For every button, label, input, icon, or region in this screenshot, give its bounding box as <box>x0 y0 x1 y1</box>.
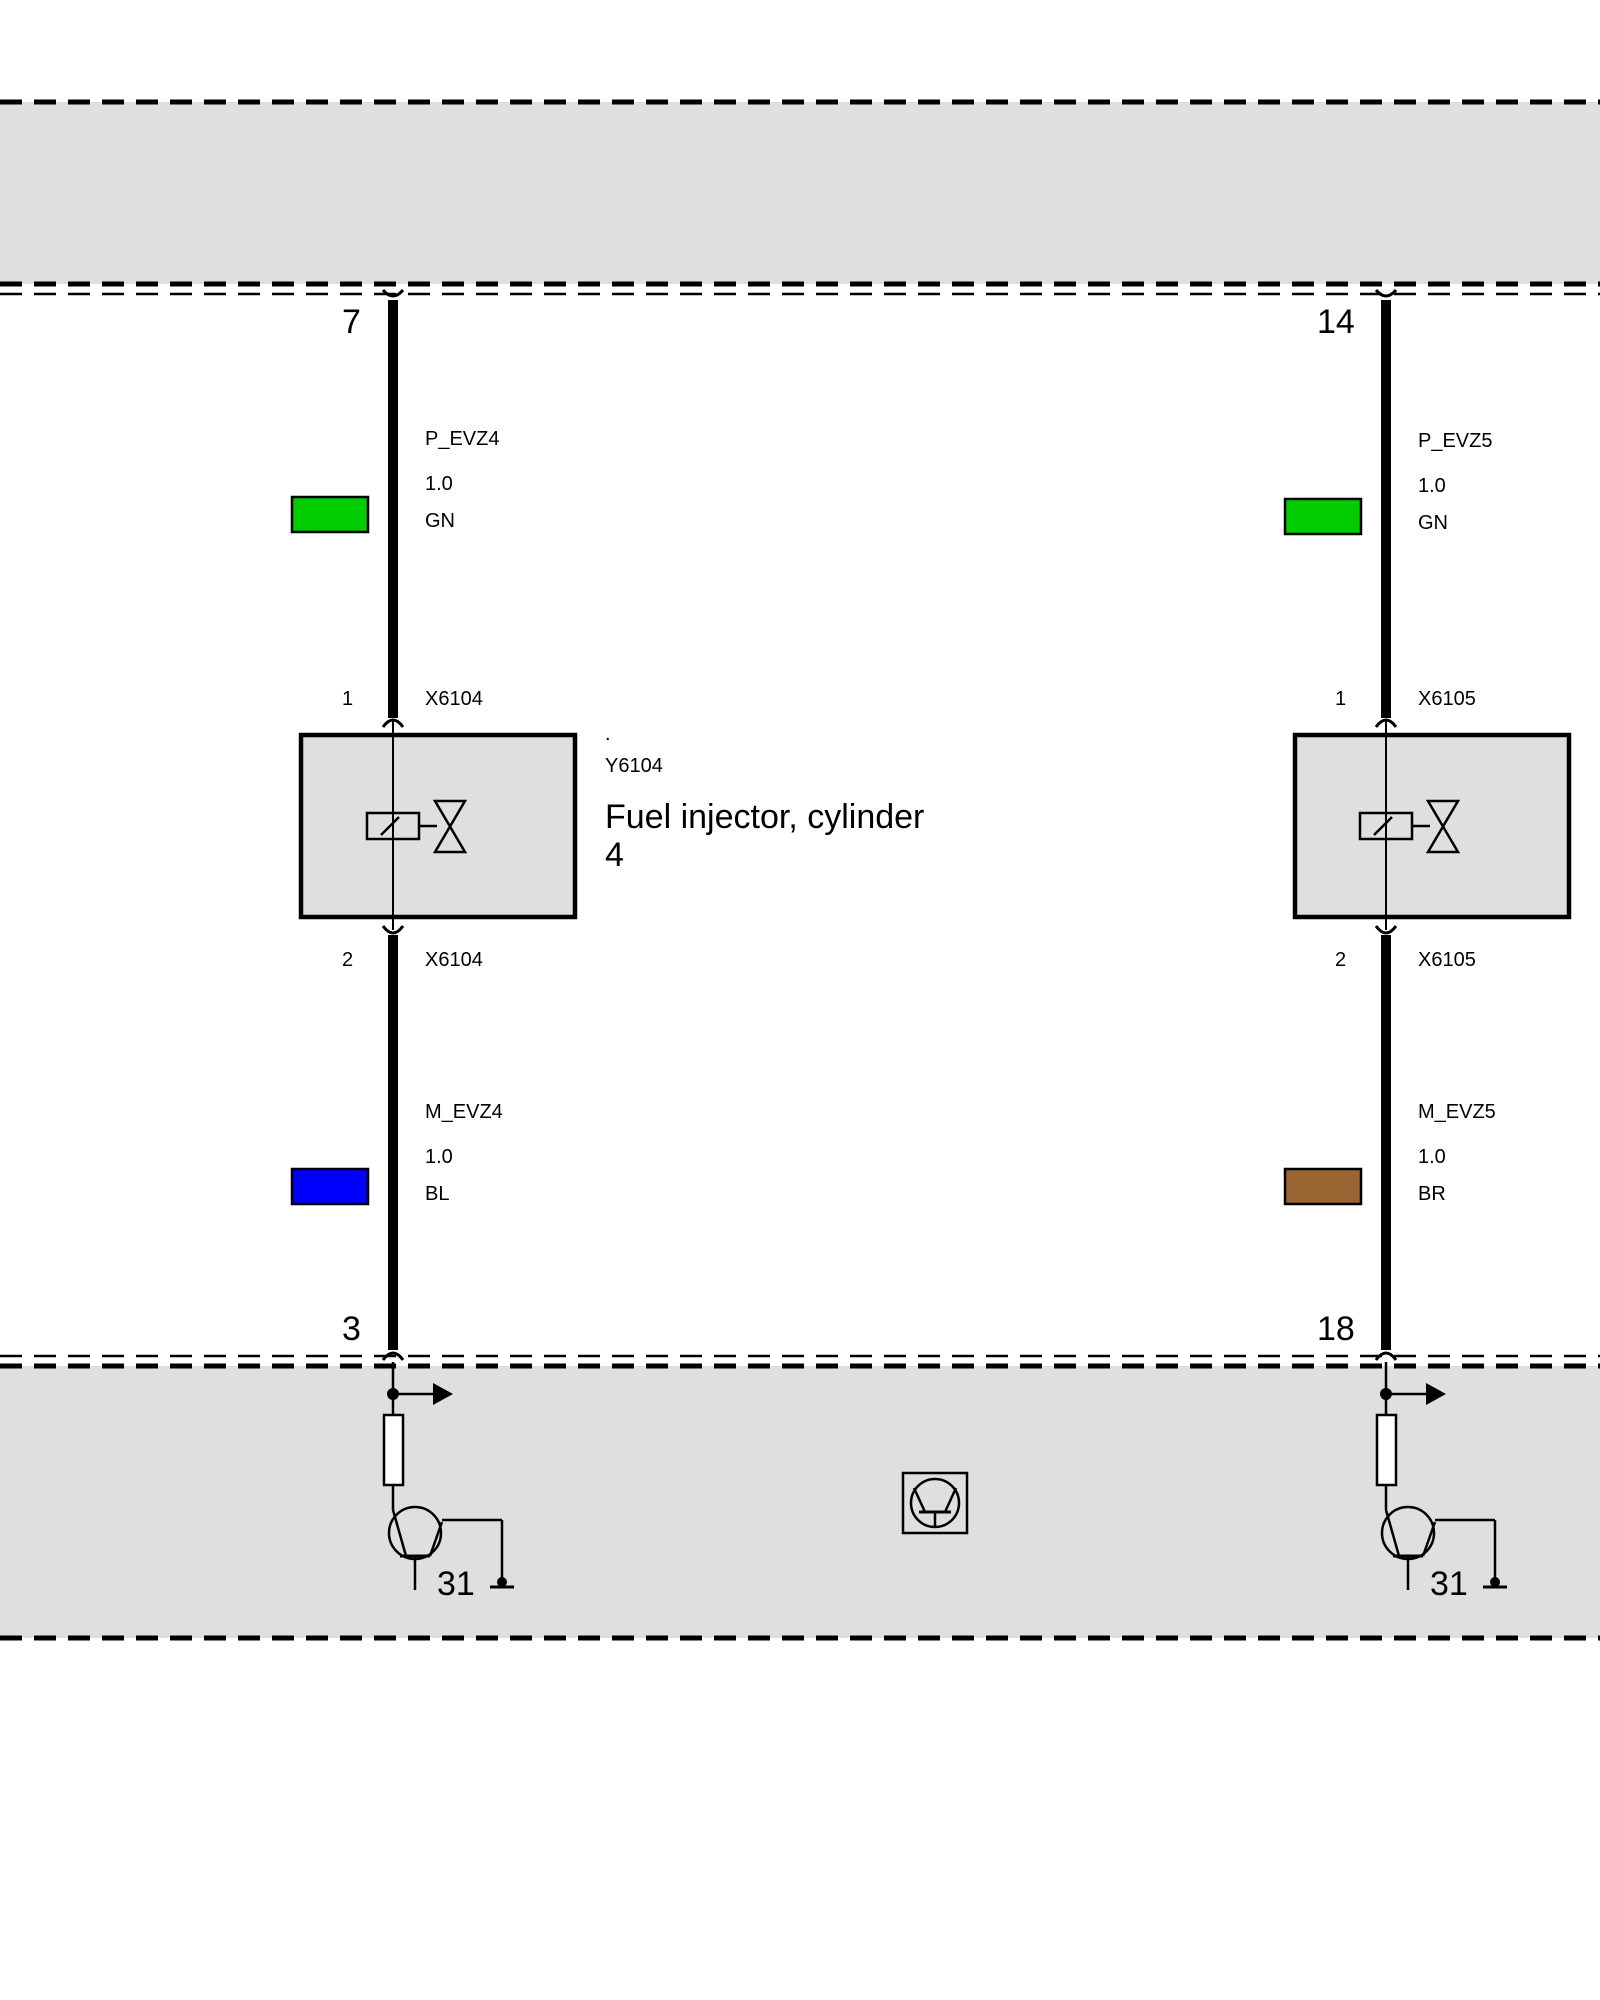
wire-color-code: BL <box>425 1183 449 1205</box>
pin-number: 3 <box>342 1310 361 1348</box>
wire-color-swatch-top <box>1283 497 1363 536</box>
solenoid-valve-icon <box>365 799 468 854</box>
pin-number: 14 <box>1317 303 1355 341</box>
component-marker: . <box>605 723 611 745</box>
connector-pin: 2 <box>1335 949 1346 971</box>
cross-section: 1.0 <box>425 473 453 495</box>
component-description-line2: 4 <box>605 836 624 874</box>
fuel-injector-component-2 <box>1292 720 1572 930</box>
component-description-line1: Fuel injector, cylinder <box>605 798 924 836</box>
circuit-cylinder-4: 7 P_EVZ4 1.0 GN 1 X6104 2 X6104 M_EVZ4 1… <box>290 288 578 1603</box>
cross-section: 1.0 <box>425 1146 453 1168</box>
signal-name: M_EVZ4 <box>425 1101 503 1123</box>
transistor-driver-icon <box>382 1362 504 1590</box>
component-description: . Y6104 Fuel injector, cylinder 4 <box>605 723 924 874</box>
ground-icon <box>490 1577 514 1589</box>
pin-number: 7 <box>342 303 361 341</box>
signal-name: M_EVZ5 <box>1418 1101 1496 1123</box>
circuit-cylinder-5: 14 P_EVZ5 1.0 GN 1 X6105 2 X6105 M_EVZ5 … <box>1283 288 1572 1603</box>
connector-id: X6104 <box>425 688 483 710</box>
ground-icon <box>1483 1577 1507 1589</box>
connector-pin: 2 <box>342 949 353 971</box>
connector-pin: 1 <box>342 688 353 710</box>
signal-name: P_EVZ4 <box>425 428 499 450</box>
signal-name: P_EVZ5 <box>1418 430 1492 452</box>
cross-section: 1.0 <box>1418 1146 1446 1168</box>
ground-terminal-label: 31 <box>437 1565 475 1603</box>
fuel-injector-component <box>298 720 578 930</box>
wire-color-code: GN <box>1418 512 1448 534</box>
wire-color-code: GN <box>425 510 455 532</box>
connector-id: X6105 <box>1418 688 1476 710</box>
pin-number: 18 <box>1317 1310 1355 1348</box>
wire-color-swatch-bottom <box>290 1167 370 1206</box>
transistor-driver-icon <box>1375 1362 1497 1590</box>
solenoid-valve-icon <box>1358 799 1461 854</box>
connector-id: X6104 <box>425 949 483 971</box>
component-id: Y6104 <box>605 755 663 777</box>
cross-section: 1.0 <box>1418 475 1446 497</box>
connector-id: X6105 <box>1418 949 1476 971</box>
wire-color-code: BR <box>1418 1183 1446 1205</box>
wire-color-swatch-bottom <box>1283 1167 1363 1206</box>
top-control-unit <box>0 99 1600 296</box>
ground-terminal-label: 31 <box>1430 1565 1468 1603</box>
bottom-control-unit <box>0 1354 1600 1641</box>
wire-color-swatch-top <box>290 495 370 534</box>
electronic-module-icon <box>901 1471 969 1535</box>
connector-pin: 1 <box>1335 688 1346 710</box>
